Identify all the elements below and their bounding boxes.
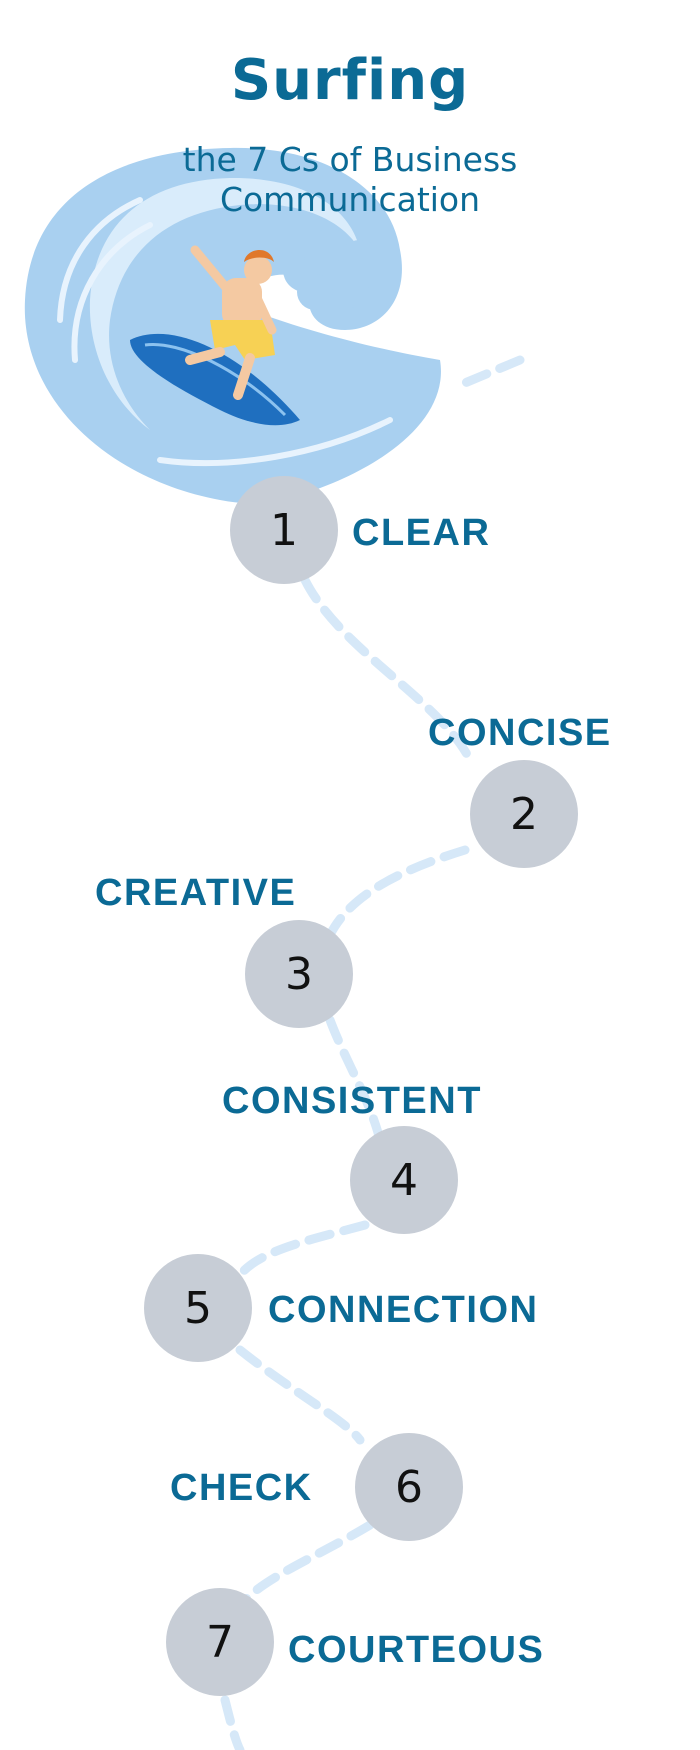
surfboard	[130, 333, 300, 426]
step-circle-6: 6	[355, 1433, 463, 1541]
step-circle-5: 5	[144, 1254, 252, 1362]
step-circle-3: 3	[245, 920, 353, 1028]
step-label-6: CHECK	[170, 1467, 313, 1509]
step-circle-2: 2	[470, 760, 578, 868]
page-title: Surfing	[230, 48, 470, 113]
foam-cloud	[283, 229, 382, 310]
step-label-4: CONSISTENT	[222, 1080, 482, 1122]
step-label-1: CLEAR	[352, 512, 491, 554]
step-circle-1: 1	[230, 476, 338, 584]
wave-streaks	[57, 197, 393, 467]
step-label-7: COURTEOUS	[288, 1629, 545, 1671]
step-label-5: CONNECTION	[268, 1289, 539, 1331]
dashed-path-line	[220, 355, 525, 1750]
step-circle-4: 4	[350, 1126, 458, 1234]
wave-surfer-illustration	[24, 147, 441, 504]
step-label-2: CONCISE	[428, 712, 612, 754]
step-circle-7: 7	[166, 1588, 274, 1696]
page-subtitle: the 7 Cs of Business Communication	[182, 140, 518, 219]
surfer	[185, 245, 277, 400]
step-label-3: CREATIVE	[95, 872, 297, 914]
